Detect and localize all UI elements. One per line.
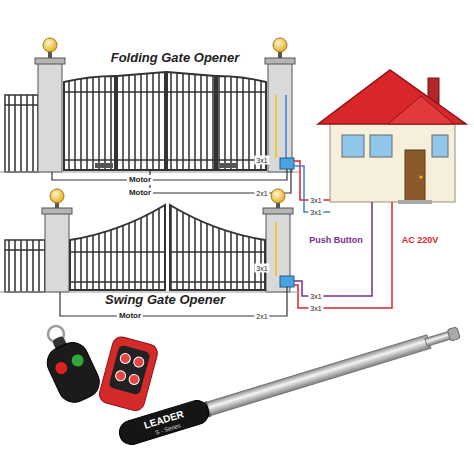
cable-spec: 3x1 <box>308 208 323 217</box>
remote-button <box>128 373 140 385</box>
swing-gate-scene <box>0 189 300 316</box>
actuator-body <box>116 398 211 448</box>
pillar-cap <box>265 58 295 64</box>
remote-button <box>119 352 131 364</box>
gate-panel <box>117 72 165 170</box>
cable-spec: 3x1 <box>308 292 323 301</box>
fob-button <box>53 360 69 376</box>
linear-actuator <box>116 321 462 447</box>
gate-rail <box>70 251 165 253</box>
pillar-cap <box>263 208 293 214</box>
door-step <box>398 200 432 204</box>
cable-spec: 3x1 <box>308 196 323 205</box>
fob-button <box>70 352 86 368</box>
gate-rail <box>70 281 165 283</box>
folding-gate-scene <box>0 38 330 212</box>
lamp <box>271 189 285 203</box>
actuator-end <box>447 327 460 341</box>
remote-panel <box>108 345 150 396</box>
gate-rail <box>64 159 266 161</box>
yellow-wire <box>275 95 277 158</box>
window <box>370 135 392 157</box>
gable-roof <box>388 96 454 124</box>
remote-controls <box>38 326 159 413</box>
fence-rail <box>5 104 38 106</box>
remote-button <box>114 370 126 382</box>
power-wire <box>294 202 392 308</box>
red-remote <box>97 335 159 413</box>
control-box <box>280 276 294 287</box>
pillar <box>38 62 62 172</box>
key-fob-remote <box>38 329 104 407</box>
scene-title: Swing Gate Opener <box>105 293 225 306</box>
door-knob <box>420 176 423 179</box>
scene-title: Folding Gate Opener <box>111 51 240 64</box>
yellow-wire <box>275 222 277 276</box>
gate-rail <box>170 251 265 253</box>
fence <box>5 240 45 292</box>
actuator-tube <box>202 335 431 417</box>
gate-rail <box>64 91 266 93</box>
red-wire <box>294 161 330 200</box>
window <box>342 135 364 157</box>
lamp <box>43 38 57 52</box>
motor-arm <box>220 163 238 168</box>
wire-label: Motor <box>117 311 143 321</box>
blue-wire <box>294 166 330 212</box>
house <box>294 70 466 308</box>
gate-panel <box>64 76 115 170</box>
fob-body <box>42 337 105 407</box>
remote-body <box>97 335 159 413</box>
motor-wire <box>52 169 287 180</box>
fence-rail <box>5 249 45 251</box>
roof <box>318 70 466 124</box>
gate-panel <box>167 72 215 170</box>
fence <box>5 95 38 172</box>
blue-wire <box>285 95 287 158</box>
pillar <box>45 212 69 292</box>
remote-button <box>133 356 145 368</box>
pillar <box>268 62 292 172</box>
gate-leaf <box>170 205 265 290</box>
motor-wire <box>150 169 291 193</box>
lamp <box>50 189 64 203</box>
cable-spec: 3x1 <box>308 304 323 313</box>
cable-spec: 3x1 <box>254 264 269 273</box>
motor-wire <box>60 287 287 316</box>
push-button-wire <box>294 202 372 296</box>
cable-spec: 2x1 <box>254 189 269 198</box>
gate-rail <box>170 281 265 283</box>
cable-spec: 2x1 <box>254 312 269 321</box>
control-box <box>280 158 294 169</box>
window <box>432 135 448 157</box>
gate-leaf <box>70 205 165 290</box>
motor-arm <box>95 163 113 168</box>
lamp <box>273 38 287 52</box>
power-label: AC 220V <box>400 235 441 246</box>
door <box>405 150 425 202</box>
cable-spec: 3x1 <box>254 156 269 165</box>
house-wall <box>330 120 455 202</box>
push-button-label: Push Button <box>307 235 365 246</box>
wire-label: Motor <box>127 175 153 185</box>
pillar-cap <box>35 58 65 64</box>
pillar-cap <box>42 208 72 214</box>
wire-label: Motor <box>127 188 153 198</box>
